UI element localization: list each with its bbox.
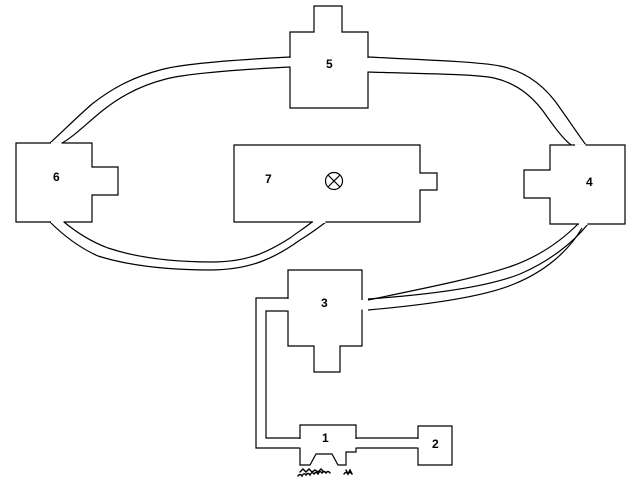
door-4-top <box>575 144 586 147</box>
room-7-label: 7 <box>265 172 272 186</box>
room-3[interactable] <box>287 269 363 373</box>
corridor-5-4-inner <box>367 71 575 148</box>
corridor-5-4-outer <box>367 56 587 146</box>
corridors <box>49 56 589 449</box>
corridor-4-3-outer <box>367 223 589 300</box>
corridor-4-3-inner2 <box>367 227 583 311</box>
circled-x-icon[interactable] <box>324 171 344 191</box>
rooms <box>15 5 626 466</box>
door-7-bottom <box>313 221 326 223</box>
room-2-label: 2 <box>432 437 439 451</box>
door-4-bottom <box>579 223 588 225</box>
room-3-label: 3 <box>321 296 328 310</box>
room-5[interactable] <box>289 5 369 109</box>
door-3-right <box>361 300 363 310</box>
room-7[interactable] <box>233 144 438 223</box>
corridor-5-6-outer <box>49 56 291 144</box>
doorways <box>51 58 588 448</box>
corridor-4-3-inner <box>367 223 579 301</box>
room-5-label: 5 <box>326 57 333 71</box>
room-2[interactable] <box>417 425 453 466</box>
door-6-bottom <box>51 221 64 223</box>
corridor-3-1-inner <box>265 310 300 439</box>
room-6[interactable] <box>15 142 119 223</box>
room-1-label: 1 <box>322 431 329 445</box>
room-labels: 5 6 7 4 3 1 2 <box>53 57 593 451</box>
door-2-left <box>417 439 419 448</box>
corridor-6-7-outer <box>49 221 327 271</box>
door-5-right <box>367 58 369 72</box>
door-1-right <box>355 439 357 448</box>
door-5-left <box>289 58 292 67</box>
door-3-left <box>287 299 289 311</box>
room-4[interactable] <box>523 144 626 225</box>
room-6-label: 6 <box>53 170 60 184</box>
door-1-left <box>299 439 301 448</box>
entrance-rubble <box>297 468 353 478</box>
door-6-top <box>51 142 62 145</box>
corridor-6-7-inner <box>63 221 313 263</box>
corridor-5-6-inner <box>61 66 291 144</box>
corridor-3-1-outer <box>255 297 300 449</box>
room-4-label: 4 <box>586 175 593 189</box>
